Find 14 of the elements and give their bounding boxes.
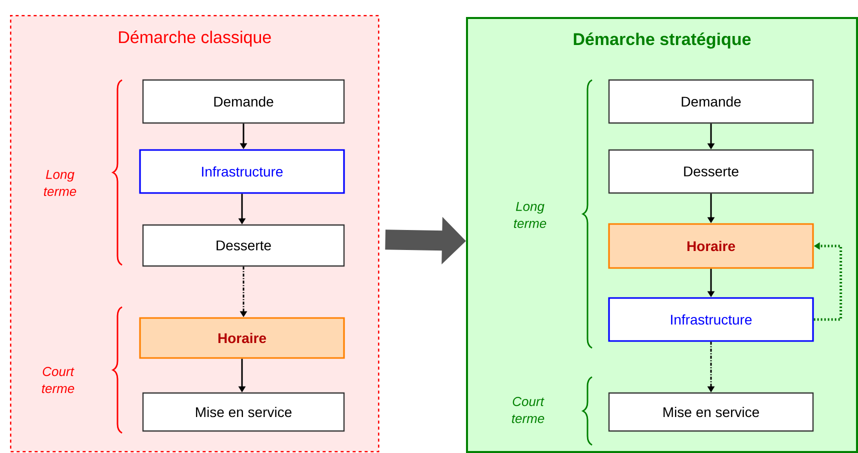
process-box: Demande — [142, 79, 345, 124]
side-label: Court terme — [42, 366, 74, 394]
side-label: Court terme — [512, 396, 544, 424]
process-box: Desserte — [608, 149, 814, 194]
process-box: Mise en service — [608, 392, 814, 432]
process-box: Horaire — [608, 223, 814, 269]
process-box: Demande — [608, 79, 814, 124]
process-box: Mise en service — [142, 392, 345, 432]
side-label: Long terme — [514, 202, 546, 228]
process-box: Desserte — [142, 224, 345, 267]
process-box: Infrastructure — [608, 297, 814, 342]
side-label: Long terme — [44, 170, 76, 196]
process-box: Infrastructure — [139, 149, 345, 194]
process-box: Horaire — [139, 317, 345, 359]
